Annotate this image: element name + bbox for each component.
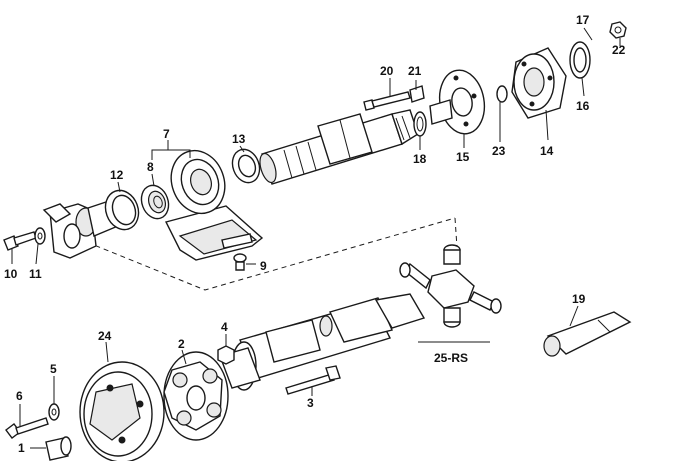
callout-8: 8 xyxy=(147,160,154,174)
part-12-ring xyxy=(104,189,140,231)
part-22-nut xyxy=(609,21,627,39)
part-upper-shaft xyxy=(259,109,419,185)
part-5-washer xyxy=(48,403,60,421)
part-8-bearing xyxy=(140,184,170,220)
callout-7: 7 xyxy=(163,127,170,141)
callout-17: 17 xyxy=(576,13,590,27)
part-14-coupling-disc xyxy=(511,47,567,119)
callout-18: 18 xyxy=(413,152,427,166)
part-15-flange xyxy=(429,69,486,135)
callout-21: 21 xyxy=(408,64,422,78)
callout-9: 9 xyxy=(260,259,267,273)
callout-14: 14 xyxy=(540,144,554,158)
part-23-ring xyxy=(496,85,508,103)
callout-16: 16 xyxy=(576,99,590,113)
callout-6: 6 xyxy=(16,389,23,403)
part-9-bolt xyxy=(233,253,247,271)
callout-5: 5 xyxy=(50,362,57,376)
part-lower-shaft xyxy=(219,293,426,391)
callout-3: 3 xyxy=(307,396,314,410)
part-21-lock-plate xyxy=(409,85,425,103)
part-yoke-flange xyxy=(42,199,119,259)
part-13-seal-ring xyxy=(231,148,261,184)
callout-1: 1 xyxy=(18,441,25,455)
callout-25-rs: 25-RS xyxy=(434,351,468,365)
part-1-sleeve xyxy=(45,436,72,461)
part-20-bolt xyxy=(363,91,411,111)
part-4-nut xyxy=(217,345,235,365)
callout-13: 13 xyxy=(232,132,246,146)
callout-23: 23 xyxy=(492,144,506,158)
callout-22: 22 xyxy=(612,43,626,57)
leader-lines xyxy=(11,27,621,449)
callout-19: 19 xyxy=(572,292,586,306)
callout-20: 20 xyxy=(380,64,394,78)
callout-4: 4 xyxy=(221,320,228,334)
part-24-drive-flange xyxy=(79,361,165,461)
part-18-clip xyxy=(413,111,427,137)
callout-10: 10 xyxy=(4,267,18,281)
linking-dashed-line xyxy=(61,217,456,291)
callout-11: 11 xyxy=(29,267,42,281)
callout-15: 15 xyxy=(456,150,470,164)
callout-24: 24 xyxy=(98,329,112,343)
part-16-seal xyxy=(569,41,591,79)
part-3-bolt xyxy=(285,365,341,395)
part-19-grease-tube xyxy=(543,311,632,357)
callout-2: 2 xyxy=(178,337,185,351)
part-11-washer xyxy=(34,227,46,245)
part-6-bolt xyxy=(5,417,49,439)
part-10-bolt xyxy=(3,231,37,251)
part-2-flexible-coupling xyxy=(163,351,229,441)
callout-12: 12 xyxy=(110,168,124,182)
part-25-rs-universal-joint-kit xyxy=(399,244,502,343)
part-7-center-bearing-mount xyxy=(164,149,264,261)
